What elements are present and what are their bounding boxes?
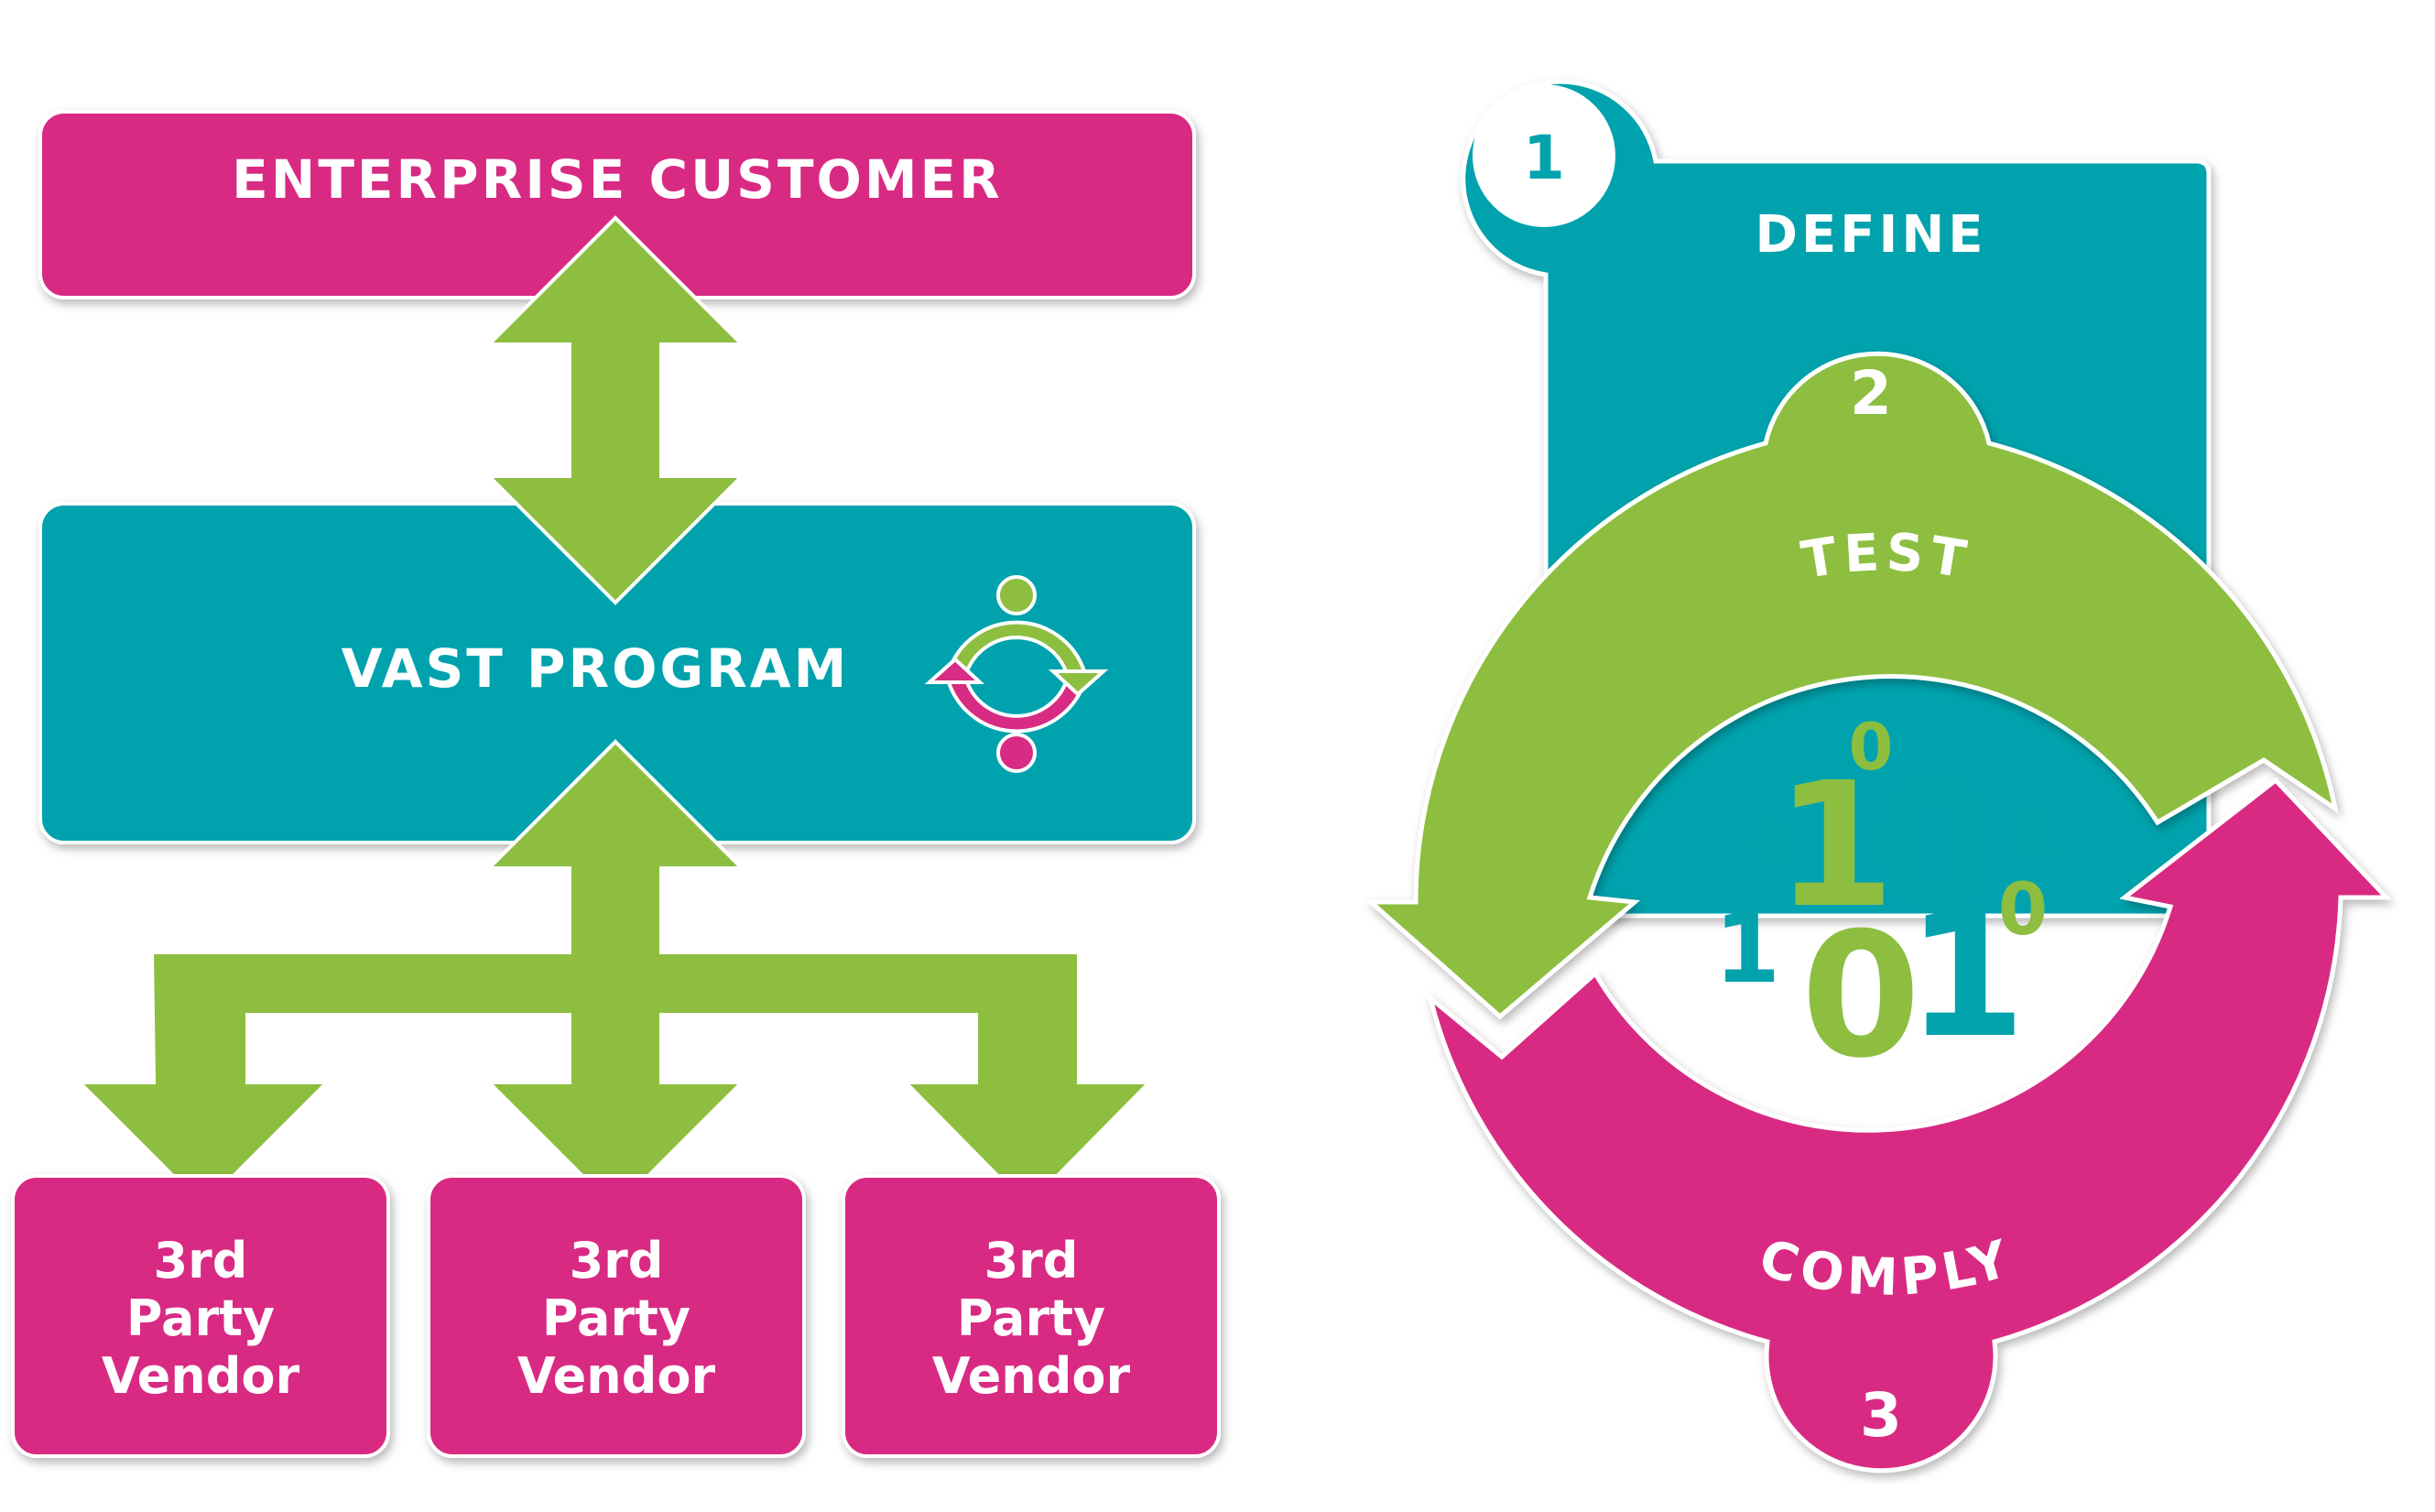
vendor-label-line: Party	[957, 1289, 1105, 1347]
vendor-label-line: Vendor	[932, 1347, 1131, 1405]
vast-program-label: VAST PROGRAM	[342, 637, 850, 700]
step-2-number: 2	[1850, 358, 1892, 429]
vendor-box-3: 3rd Party Vendor	[842, 1174, 1221, 1458]
step-1-number: 1	[1523, 123, 1565, 193]
cycle-diagram: 1 DEFINE 2 TEST COMPLY 3 1 0 1 0 1 1 0 1…	[1364, 79, 2392, 1474]
binary-digit: 1	[1907, 876, 2027, 1076]
step-1-circle	[1473, 84, 1615, 227]
comply-arc	[1426, 777, 2392, 1474]
binary-digit: 0	[1875, 745, 1995, 946]
binary-digit: 0	[1998, 869, 2048, 952]
binary-digit: 0	[1849, 710, 1894, 785]
binary-digit: 1	[1776, 745, 1896, 946]
vendor-label-line: Party	[126, 1289, 275, 1347]
vendor-label-line: 3rd	[984, 1232, 1079, 1289]
vendor-label-line: 3rd	[154, 1232, 248, 1289]
left-diagram: ENTERPRISE CUSTOMER VAST PROGRAM 3rd Par…	[11, 110, 1221, 1458]
binary-digit: 0	[1801, 896, 1921, 1096]
binary-digit: 1	[2011, 797, 2056, 872]
vendor-box-2: 3rd Party Vendor	[427, 1174, 806, 1458]
enterprise-customer-label: ENTERPRISE CUSTOMER	[232, 148, 1003, 211]
enterprise-program-arrow	[484, 215, 746, 605]
vendor-box-1: 3rd Party Vendor	[11, 1174, 390, 1458]
binary-digit: 1	[1714, 893, 1780, 1005]
step-3-number: 3	[1860, 1380, 1902, 1451]
vendor-label-line: Vendor	[102, 1347, 300, 1405]
vendor-label-line: Party	[542, 1289, 690, 1347]
test-arc	[1364, 351, 2339, 1020]
binary-digits-graphic: 1 0 1 0 1 1 0 1 0 1 0 1 0	[1714, 710, 2056, 1096]
vendor-label-line: Vendor	[517, 1347, 716, 1405]
vendor-label-line: 3rd	[570, 1232, 664, 1289]
step-1-label: DEFINE	[1756, 205, 1987, 265]
binary-digit: 0	[1754, 810, 1792, 875]
cycle-icon	[924, 575, 1109, 773]
